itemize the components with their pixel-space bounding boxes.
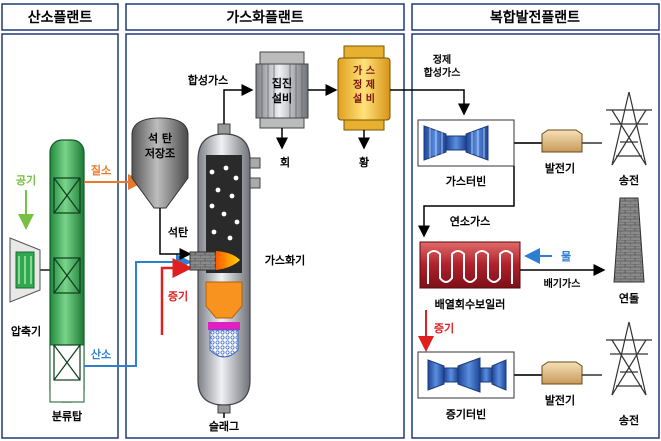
oxygen-plant-title: 산소플랜트 [28,9,93,26]
combined-cycle-title: 복합발전플랜트 [490,9,580,26]
chimney: 연돌 [613,197,645,305]
coal-line: 석탄 [159,208,192,260]
dust-collector-label-1: 집진 [272,76,292,90]
transmission-1-label: 송전 [619,173,639,187]
slag-label: 슬래그 [209,419,239,433]
clean-syngas-line: 정제 합성가스 [390,53,470,116]
exhaust-gas-label: 배기가스 [544,277,581,290]
distillation-tower: 분류탑 [49,139,85,423]
gas-cleanup-label-2: 정 제 [353,78,375,91]
generator-1-label: 발전기 [545,161,575,175]
dust-collector: 집진 설비 [255,51,309,129]
flue-gas-label: 연소가스 [450,214,490,228]
clean-syngas-label-2: 합성가스 [424,66,461,79]
distillation-tower-label: 분류탑 [52,410,82,423]
steam-turbine: 증기터빈 [417,351,515,421]
hrsg: 배열회수보일러 [419,241,521,311]
steam-to-turbine-line: 증기 [418,310,454,352]
sulfur-outlet: 황 [358,130,370,169]
nitrogen-label: 질소 [91,164,111,177]
gas-cleanup-label-1: 가 스 [353,64,375,77]
coal-label: 석탄 [168,225,188,239]
hrsg-label: 배열회수보일러 [435,297,506,311]
nitrogen-line: 질소 [84,164,144,190]
gas-cleanup-unit: 가 스 정 제 설 비 [337,45,391,131]
air-arrow: 공기 [16,173,36,230]
transmission-tower-1 [606,91,652,166]
oxygen-line: 산소 [84,254,192,367]
gasification-plant-title: 가스화플랜트 [226,9,303,26]
gas-turbine-label: 가스터빈 [446,174,486,188]
coal-storage-label-1: 석 탄 [148,131,172,145]
compressor-label: 압축기 [11,324,41,338]
steam-inlet-line: 증기 [160,258,193,335]
dust-collector-label-2: 설비 [272,91,292,105]
generator-2: 발전기 [541,361,602,407]
air-label: 공기 [16,173,36,187]
compressor: 압축기 [9,237,50,338]
water-label: 물 [561,250,571,263]
exhaust-gas-line: 배기가스 [520,264,606,290]
generator-1: 발전기 [541,129,602,175]
steam-turbine-label: 증기터빈 [446,407,486,421]
clean-syngas-label-1: 정제 [433,53,451,66]
ash-label: 회 [280,155,290,169]
coal-storage-hopper: 석 탄 저장조 [131,117,189,209]
syngas-line: 합성가스 [188,73,254,124]
steam-inlet-label: 증기 [168,289,188,303]
generator-2-label: 발전기 [545,393,575,407]
oxygen-label: 산소 [91,347,111,361]
transmission-tower-2 [606,321,652,396]
flue-gas-line: 연소가스 [418,166,515,238]
chimney-label: 연돌 [619,291,639,305]
gasifier: 가스화기 [189,123,305,414]
ash-outlet: 회 [276,128,290,169]
gasifier-label: 가스화기 [265,253,305,267]
syngas-label: 합성가스 [188,73,228,87]
gas-turbine: 가스터빈 [417,119,515,188]
sulfur-label: 황 [359,155,369,169]
steam-out-label: 증기 [434,321,454,335]
transmission-2-label: 송전 [619,413,639,427]
coal-storage-label-2: 저장조 [145,146,175,160]
water-inlet: 물 [524,248,571,264]
gas-cleanup-label-3: 설 비 [353,92,375,105]
slag-outlet: 슬래그 [209,413,239,433]
